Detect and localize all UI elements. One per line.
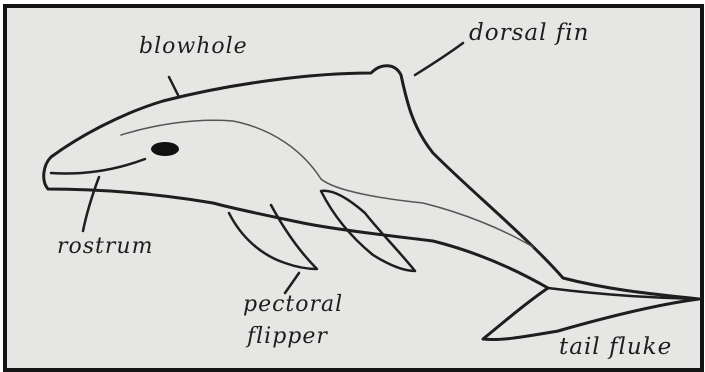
label-blowhole: blowhole: [139, 34, 248, 59]
left-pectoral-flipper: [229, 205, 317, 269]
dolphin-body-outline: [44, 66, 699, 340]
dolphin-drawing: [7, 8, 700, 368]
label-tail-fluke: tail fluke: [559, 334, 672, 360]
label-dorsal-fin: dorsal fin: [469, 20, 589, 46]
eye: [151, 142, 179, 156]
rostrum-leader-line: [83, 177, 99, 231]
pectoral-flipper-leader-line: [285, 273, 299, 293]
diagram-frame: blowhole dorsal fin rostrum pectoral fli…: [3, 4, 704, 372]
label-rostrum: rostrum: [57, 234, 153, 259]
label-pectoral: pectoral: [243, 292, 343, 317]
label-flipper: flipper: [247, 324, 328, 349]
mouth-line: [51, 159, 145, 173]
right-pectoral-flipper: [321, 191, 415, 271]
dorsal-fin-leader-line: [415, 43, 463, 75]
blowhole-leader-line: [169, 77, 179, 97]
